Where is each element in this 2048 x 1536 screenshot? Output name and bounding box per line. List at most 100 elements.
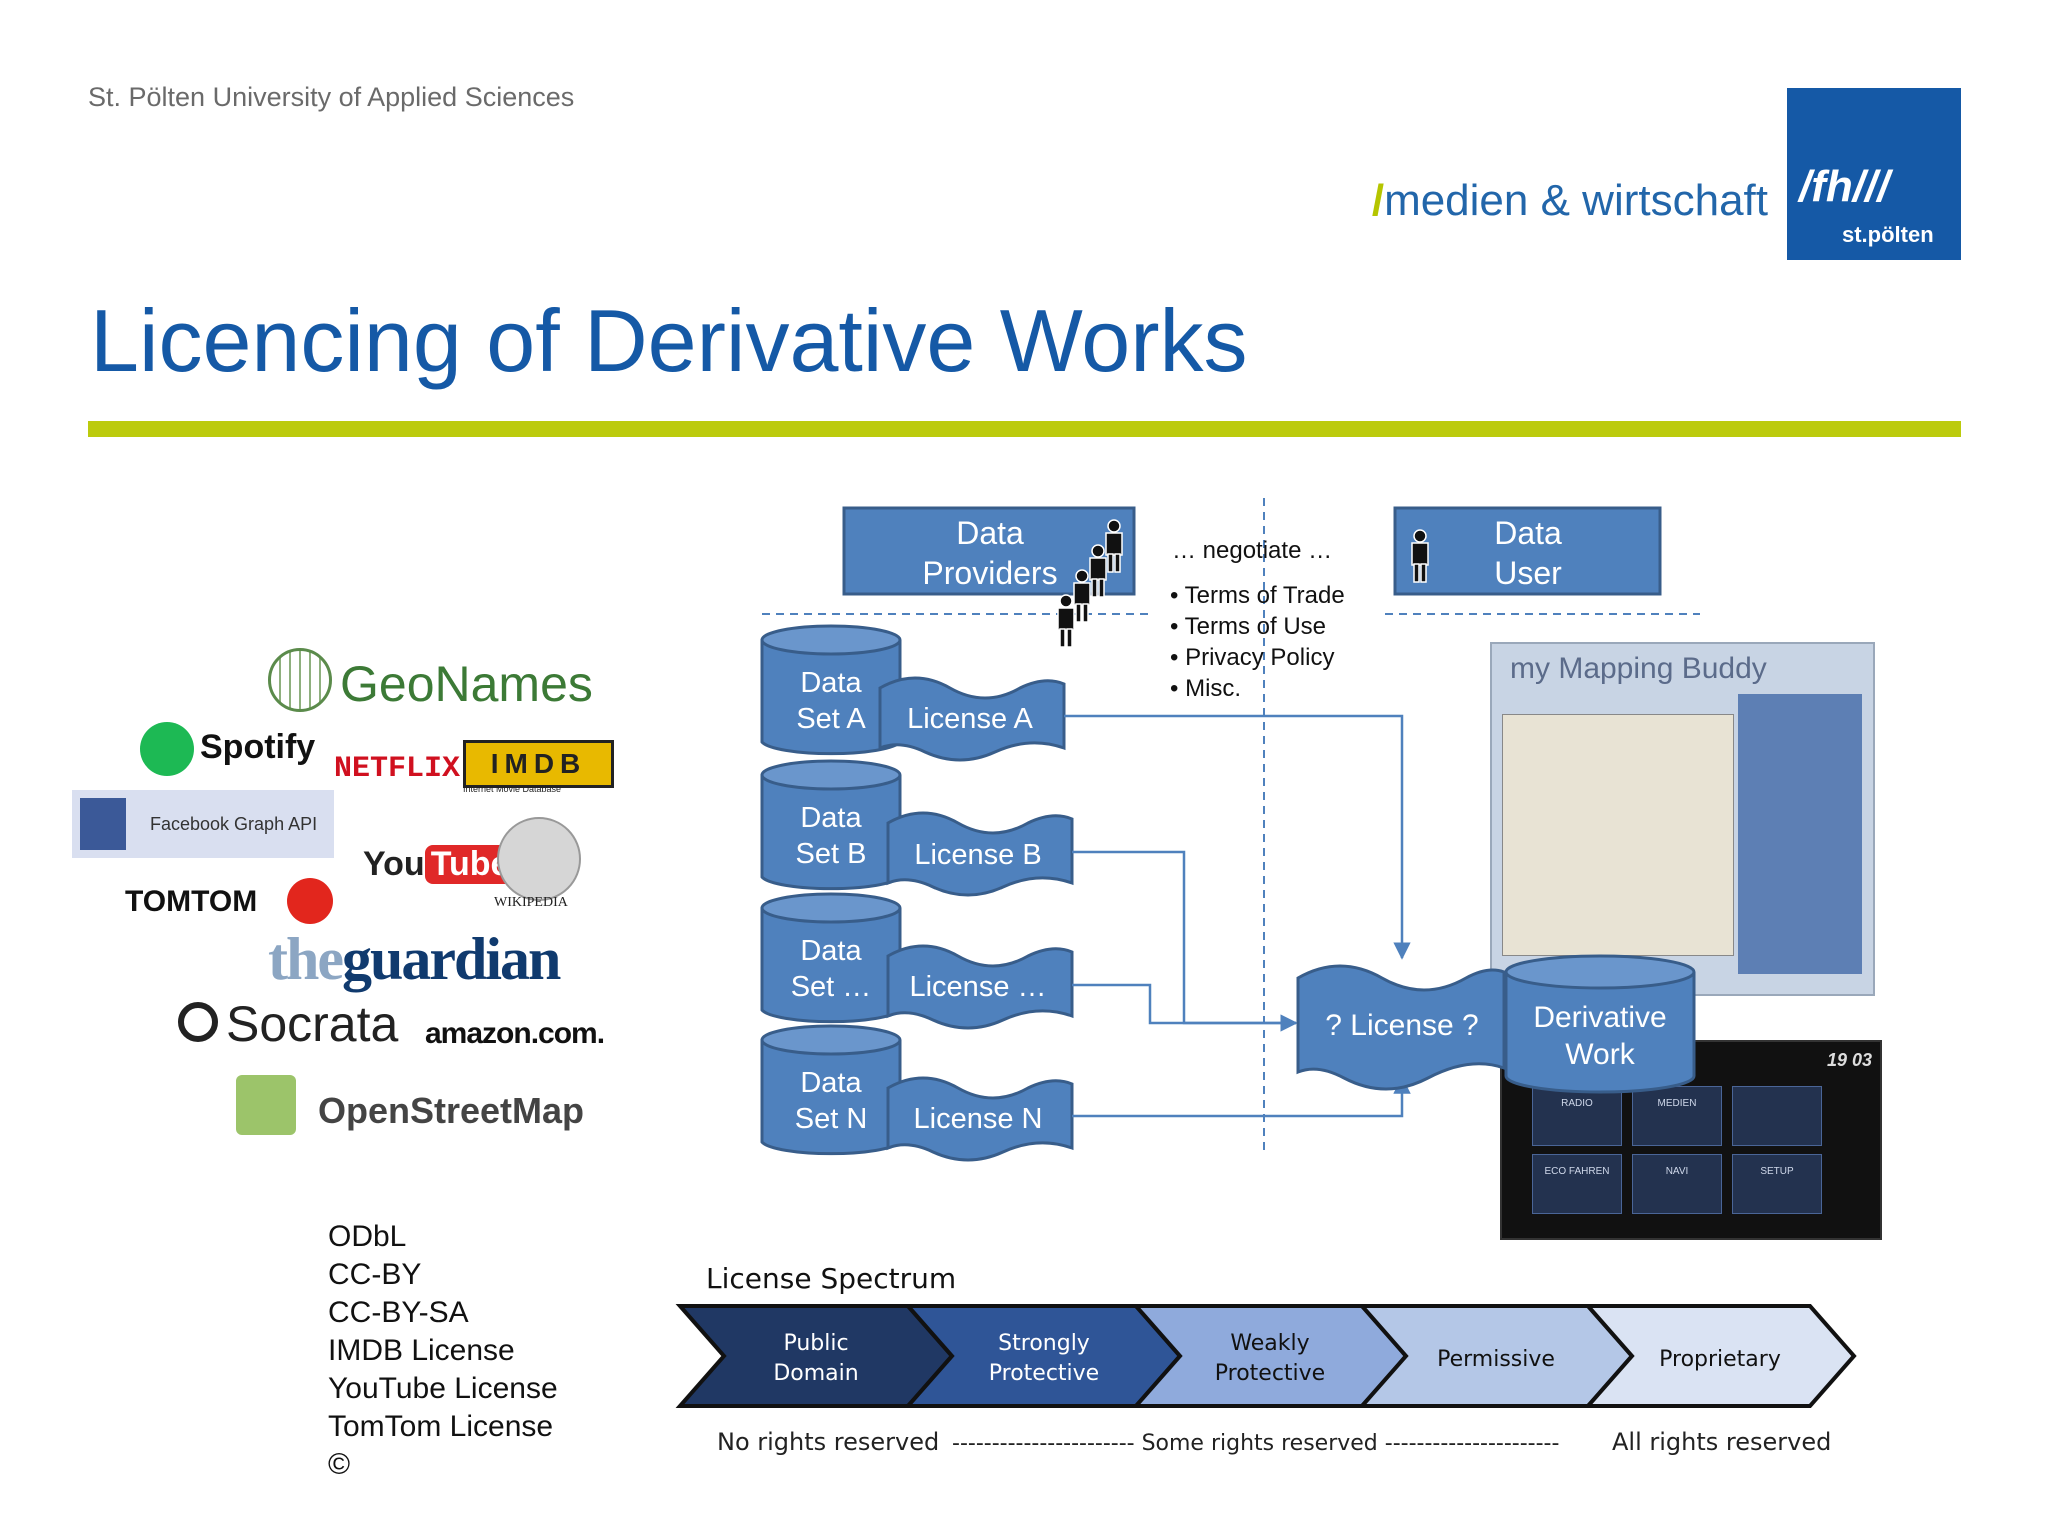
facebook-graph-label: Facebook Graph API — [150, 814, 318, 834]
wikipedia-globe-icon — [497, 817, 581, 901]
map-sidebar — [1738, 694, 1862, 974]
socrata-icon — [178, 1002, 218, 1042]
arrow-license-b — [1072, 850, 1298, 1032]
providers-line1: Data — [956, 515, 1024, 551]
geonames-globe-icon — [268, 648, 332, 712]
geonames-logo: GeoNames — [340, 656, 593, 712]
car-tile-media: MEDIEN — [1632, 1086, 1722, 1146]
license-item: ODbL — [328, 1220, 407, 1253]
user-line1: Data — [1494, 515, 1562, 551]
guardian-logo: theguardian — [268, 925, 561, 994]
term-item: • Terms of Use — [1170, 613, 1327, 640]
guardian-rest: guardian — [341, 926, 561, 992]
question-license-box — [1296, 964, 1506, 1091]
netflix-logo: NETFLIX — [334, 752, 461, 786]
brand-name: /medien & wirtschaft — [1372, 176, 1768, 226]
derivative-line2: Work — [1565, 1038, 1635, 1071]
user-line2: User — [1494, 555, 1562, 591]
slide-title: Licencing of Derivative Works — [90, 291, 1248, 390]
person-icon — [1073, 569, 1091, 623]
some-rights-label: ----------------------- Some rights rese… — [952, 1431, 1560, 1456]
wikipedia-logo: WIKIPEDIA — [494, 895, 568, 910]
license-a-label: License A — [907, 703, 1033, 735]
tomtom-logo: TOMTOM — [125, 885, 258, 918]
car-tile-navi: NAVI — [1632, 1154, 1722, 1214]
car-tile-radio: RADIO — [1532, 1086, 1622, 1146]
license-item: CC-BY — [328, 1258, 422, 1291]
all-rights-label: All rights reserved — [1612, 1428, 1832, 1456]
data-user-box — [1393, 506, 1662, 596]
stage-label: Permissive — [1437, 1347, 1555, 1372]
license-item: TomTom License — [328, 1410, 554, 1443]
dataset-ellipsis-line2: Set … — [791, 971, 872, 1003]
license-n-label: License N — [914, 1103, 1043, 1135]
openstreetmap-icon — [236, 1075, 296, 1135]
license-item: CC-BY-SA — [328, 1296, 469, 1329]
guardian-the: the — [268, 926, 344, 992]
question-license-label: ? License ? — [1325, 1009, 1478, 1042]
car-infotainment-screenshot: 19 03 RADIO MEDIEN ECO FAHREN NAVI SETUP — [1500, 1040, 1882, 1240]
person-icon — [1089, 544, 1107, 598]
car-tile-label: SETUP — [1760, 1166, 1794, 1177]
license-list: ODbL CC-BY CC-BY-SA IMDB License YouTube… — [328, 1218, 558, 1484]
facebook-icon — [80, 798, 126, 850]
license-item: © — [328, 1448, 351, 1481]
dataset-ellipsis — [760, 892, 1074, 1030]
title-rule — [88, 421, 1961, 437]
brand-slash: / — [1371, 176, 1385, 225]
spectrum-title: License Spectrum — [706, 1262, 957, 1295]
car-tile-blank — [1732, 1086, 1822, 1146]
openstreetmap-logo: OpenStreetMap — [318, 1090, 585, 1131]
providers-line2: Providers — [922, 555, 1057, 591]
stage-label: Strongly — [998, 1331, 1090, 1356]
license-item: IMDB License — [328, 1334, 515, 1367]
stage-label: Protective — [1215, 1361, 1325, 1386]
dataset-b-line2: Set B — [796, 838, 867, 870]
license-item: YouTube License — [328, 1372, 558, 1405]
dataset-a-line2: Set A — [796, 703, 866, 735]
car-tile-label: NAVI — [1665, 1166, 1689, 1177]
car-tile-label: ECO FAHREN — [1544, 1166, 1610, 1177]
stage-label: Public — [783, 1331, 848, 1356]
person-icon — [1105, 519, 1123, 573]
spectrum-stage-public-domain — [675, 1304, 955, 1408]
dataset-b-line1: Data — [800, 802, 862, 834]
car-tile-label: MEDIEN — [1657, 1098, 1697, 1109]
institution-name: St. Pölten University of Applied Science… — [88, 82, 575, 112]
term-item: • Privacy Policy — [1170, 644, 1335, 671]
dataset-n-line1: Data — [800, 1067, 862, 1099]
spotify-icon — [140, 722, 194, 776]
brand-label: medien & wirtschaft — [1384, 176, 1768, 225]
fh-logo-line2: st.pölten — [1842, 222, 1934, 247]
dataset-n — [760, 1024, 1074, 1162]
stage-label: Protective — [989, 1361, 1099, 1386]
amazon-logo: amazon.com. — [425, 1017, 605, 1050]
person-icon — [1411, 529, 1429, 583]
arrow-license-ellipsis — [1072, 983, 1296, 1025]
stage-label: Weakly — [1230, 1331, 1309, 1356]
car-tile-eco: ECO FAHREN — [1532, 1154, 1622, 1214]
dataset-b — [760, 759, 1074, 897]
dataset-n-line2: Set N — [795, 1103, 868, 1135]
negotiation-terms-list: • Terms of Trade • Terms of Use • Privac… — [1170, 580, 1345, 704]
person-icon — [1057, 594, 1075, 648]
derivative-work-cylinder — [1504, 972, 1696, 1094]
car-tile-label: RADIO — [1561, 1098, 1593, 1109]
spotify-logo: Spotify — [200, 728, 316, 766]
term-item: • Misc. — [1170, 675, 1242, 702]
derivative-line1: Derivative — [1533, 1001, 1666, 1034]
mapping-buddy-title: my Mapping Buddy — [1510, 652, 1767, 685]
dataset-ellipsis-line1: Data — [800, 935, 862, 967]
spectrum-stage-proprietary — [1583, 1304, 1857, 1408]
term-item: • Terms of Trade — [1170, 582, 1345, 609]
derivative-work-cylinder-top — [1504, 954, 1696, 990]
arrow-license-n — [1072, 1076, 1411, 1118]
car-clock: 19 03 — [1826, 1050, 1872, 1070]
no-rights-label: No rights reserved — [717, 1428, 940, 1456]
map-image — [1502, 714, 1734, 956]
socrata-logo: Socrata — [226, 996, 399, 1052]
license-b-label: License B — [914, 839, 1041, 871]
license-ellipsis-label: License … — [909, 971, 1046, 1003]
youtube-you: You — [363, 845, 425, 883]
mapping-buddy-screenshot: my Mapping Buddy — [1490, 642, 1875, 996]
